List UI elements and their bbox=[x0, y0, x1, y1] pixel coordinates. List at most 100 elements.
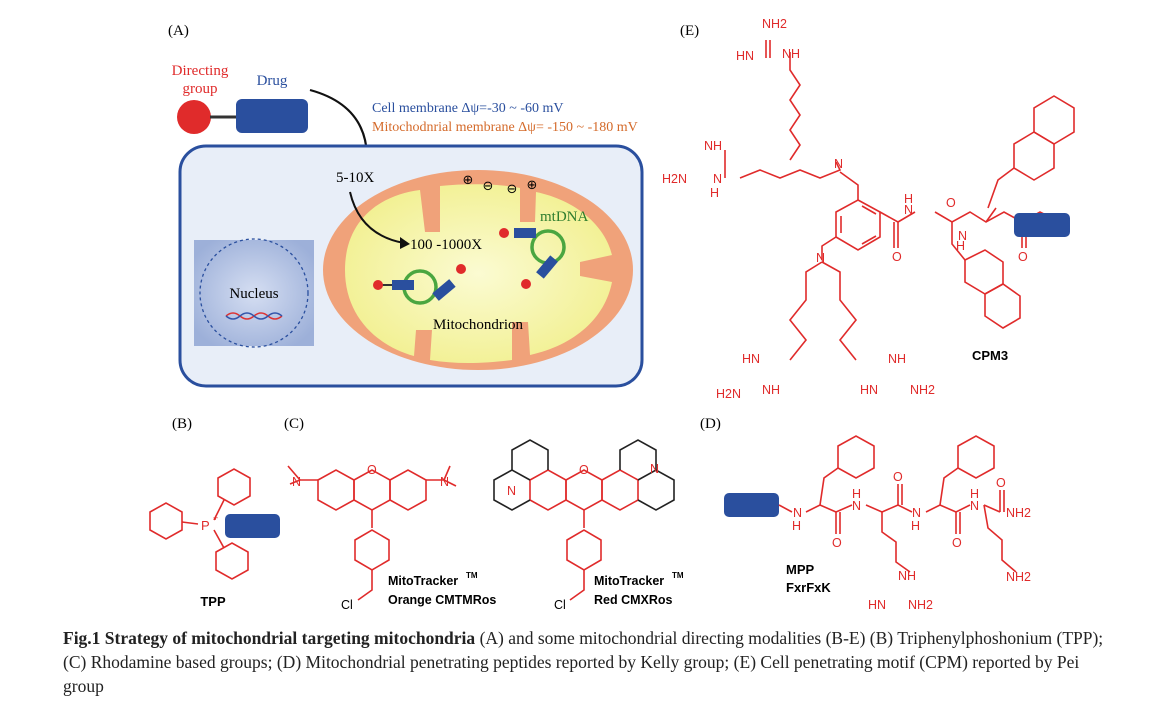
svg-text:NH: NH bbox=[762, 383, 780, 397]
conjugate-drug-4 bbox=[536, 255, 558, 279]
svg-text:N: N bbox=[507, 484, 516, 498]
cmxros-name-2: Red CMXRos bbox=[594, 593, 673, 607]
svg-text:N: N bbox=[292, 475, 301, 489]
directing-group-label-2: group bbox=[183, 81, 218, 97]
caption-text: (A) and some mitochondrial directing mod… bbox=[63, 628, 1104, 696]
cpm3-drug-icon bbox=[1014, 213, 1070, 237]
svg-text:H: H bbox=[956, 239, 965, 253]
svg-text:O: O bbox=[367, 463, 377, 477]
panel-label-b: (B) bbox=[172, 416, 192, 432]
svg-text:H2N: H2N bbox=[716, 387, 741, 401]
svg-text:N: N bbox=[816, 251, 825, 265]
dna-strand-icon-2 bbox=[225, 312, 283, 320]
panel-label-a: (A) bbox=[168, 23, 189, 39]
fold-label-2: 100 -1000X bbox=[410, 237, 482, 253]
directing-group-icon bbox=[177, 100, 211, 134]
tpp-structure bbox=[149, 468, 251, 580]
conjugate-group-2 bbox=[456, 264, 466, 274]
svg-text:NH2: NH2 bbox=[762, 17, 787, 31]
svg-text:HN: HN bbox=[860, 383, 878, 397]
svg-text:NH: NH bbox=[704, 139, 722, 153]
mpp-structure bbox=[778, 435, 1017, 573]
panel-label-c: (C) bbox=[284, 416, 304, 432]
svg-text:H: H bbox=[710, 186, 719, 200]
conjugate-drug-1 bbox=[392, 280, 414, 290]
charge-minus-2: ⊖ bbox=[507, 181, 518, 196]
panel-label-e: (E) bbox=[680, 23, 699, 39]
cmtmros-tm: TM bbox=[466, 571, 478, 580]
svg-text:H: H bbox=[911, 519, 920, 533]
svg-text:NH2: NH2 bbox=[910, 383, 935, 397]
svg-text:O: O bbox=[996, 476, 1006, 490]
cpm3-label: CPM3 bbox=[972, 348, 1008, 363]
svg-text:N: N bbox=[713, 172, 722, 186]
cpm3-structure bbox=[724, 40, 1075, 361]
figure-caption: Fig.1 Strategy of mitochondrial targetin… bbox=[63, 626, 1123, 698]
mitochondrion-label: Mitochondrion bbox=[433, 317, 523, 333]
svg-text:H2N: H2N bbox=[662, 172, 687, 186]
charge-minus-1: ⊖ bbox=[483, 178, 494, 193]
svg-text:O: O bbox=[946, 196, 956, 210]
svg-text:N: N bbox=[970, 499, 979, 513]
tpp-charge: + bbox=[213, 513, 218, 523]
svg-text:O: O bbox=[1018, 250, 1028, 264]
svg-text:O: O bbox=[832, 536, 842, 550]
svg-text:HN: HN bbox=[736, 49, 754, 63]
charge-plus-2: ⊕ bbox=[527, 177, 538, 192]
cmxros-tm: TM bbox=[672, 571, 684, 580]
conjugate-group-4 bbox=[521, 279, 531, 289]
cmxros-chloride: Cl bbox=[554, 598, 566, 612]
mitochondrion-matrix bbox=[345, 184, 612, 363]
mpp-sequence-label: FxrFxK bbox=[786, 580, 831, 595]
tpp-label: TPP bbox=[200, 594, 226, 609]
cell-membrane-potential: Cell membrane Δψ=-30 ~ -60 mV bbox=[372, 101, 563, 116]
tpp-phosphorus: P bbox=[201, 518, 210, 533]
fold-label-1: 5-10X bbox=[336, 170, 374, 186]
mpp-atom-labels: N H N H N H N H O O O O NH2 NH HN NH2 NH… bbox=[792, 470, 1031, 612]
svg-text:HN: HN bbox=[868, 598, 886, 612]
mpp-label: MPP bbox=[786, 562, 815, 577]
cmtmros-structure bbox=[287, 465, 457, 601]
mtdna-label: mtDNA bbox=[540, 209, 589, 225]
inner-arrowhead bbox=[400, 237, 410, 249]
svg-text:N: N bbox=[793, 506, 802, 520]
svg-text:O: O bbox=[952, 536, 962, 550]
svg-text:H: H bbox=[852, 487, 861, 501]
svg-text:NH2: NH2 bbox=[908, 598, 933, 612]
conjugate-drug-3 bbox=[514, 228, 536, 238]
mito-membrane-potential: Mitochodnrial membrane Δψ= -150 ~ -180 m… bbox=[372, 120, 638, 135]
svg-text:NH: NH bbox=[782, 47, 800, 61]
svg-text:O: O bbox=[893, 470, 903, 484]
conjugate-drug-2 bbox=[432, 279, 456, 301]
svg-text:NH2: NH2 bbox=[1006, 570, 1031, 584]
svg-text:O: O bbox=[579, 463, 589, 477]
cpm3-atom-labels: NH2 HN NH NH H2N N H N N O N H N H O O H… bbox=[662, 17, 1028, 401]
charge-plus-1: ⊕ bbox=[463, 172, 474, 187]
nucleus-membrane bbox=[199, 238, 309, 348]
cmxros-julolidine-rings bbox=[493, 439, 675, 511]
svg-text:NH: NH bbox=[888, 352, 906, 366]
inner-arrow bbox=[349, 191, 405, 244]
svg-text:N: N bbox=[958, 229, 967, 243]
svg-text:NH2: NH2 bbox=[1006, 506, 1031, 520]
svg-text:H: H bbox=[970, 487, 979, 501]
caption-title: Fig.1 Strategy of mitochondrial targetin… bbox=[63, 628, 476, 648]
svg-text:N: N bbox=[650, 462, 659, 476]
svg-text:H: H bbox=[904, 192, 913, 206]
svg-text:H: H bbox=[792, 519, 801, 533]
svg-text:N: N bbox=[440, 475, 449, 489]
cmtmros-name-1: MitoTracker bbox=[388, 574, 458, 588]
mpp-drug-icon bbox=[724, 493, 779, 517]
svg-text:O: O bbox=[892, 250, 902, 264]
svg-text:N: N bbox=[852, 499, 861, 513]
cmtmros-chloride: Cl bbox=[341, 598, 353, 612]
cmxros-name-1: MitoTracker bbox=[594, 574, 664, 588]
conjugate-group-3 bbox=[499, 228, 509, 238]
directing-group-label-1: Directing bbox=[172, 63, 229, 79]
drug-label: Drug bbox=[257, 73, 288, 89]
panel-label-d: (D) bbox=[700, 416, 721, 432]
svg-text:HN: HN bbox=[742, 352, 760, 366]
cmxros-atom-labels: N O N bbox=[507, 462, 659, 498]
cmtmros-name-2: Orange CMTMRos bbox=[388, 593, 496, 607]
nucleus-region bbox=[194, 240, 314, 346]
